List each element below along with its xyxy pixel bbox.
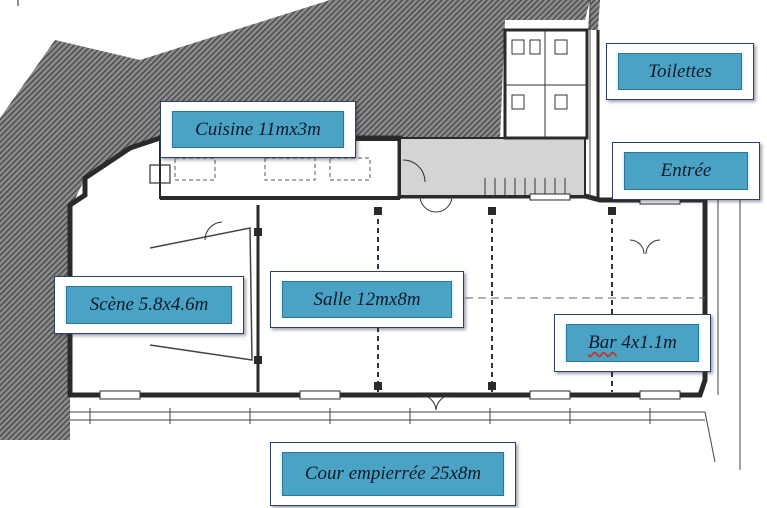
label-cour: Cour empierrée 25x8m xyxy=(270,442,516,506)
label-entree-text: Entrée xyxy=(660,160,712,181)
label-salle-text: Salle 12mx8m xyxy=(313,288,421,310)
stage-edge xyxy=(149,227,253,361)
label-bar-size: 4x1.1m xyxy=(616,332,677,353)
toilets-block xyxy=(503,28,589,140)
label-cuisine-text: Cuisine 11mx3m xyxy=(195,118,321,140)
label-salle: Salle 12mx8m xyxy=(270,271,464,328)
label-bar-word: Bar xyxy=(588,332,617,353)
hatched-ground-right xyxy=(588,0,600,30)
label-scene: Scène 5.8x4.6m xyxy=(54,276,244,334)
hatched-ground xyxy=(0,0,590,440)
label-bar: Bar 4x1.1m xyxy=(554,314,711,372)
label-cour-text: Cour empierrée 25x8m xyxy=(304,463,482,484)
label-toilettes: Toilettes xyxy=(606,43,754,100)
label-cuisine: Cuisine 11mx3m xyxy=(160,101,356,158)
entry-floor xyxy=(399,137,586,197)
label-scene-text: Scène 5.8x4.6m xyxy=(89,294,209,315)
label-toilettes-text: Toilettes xyxy=(648,60,712,82)
label-entree: Entrée xyxy=(612,142,760,200)
